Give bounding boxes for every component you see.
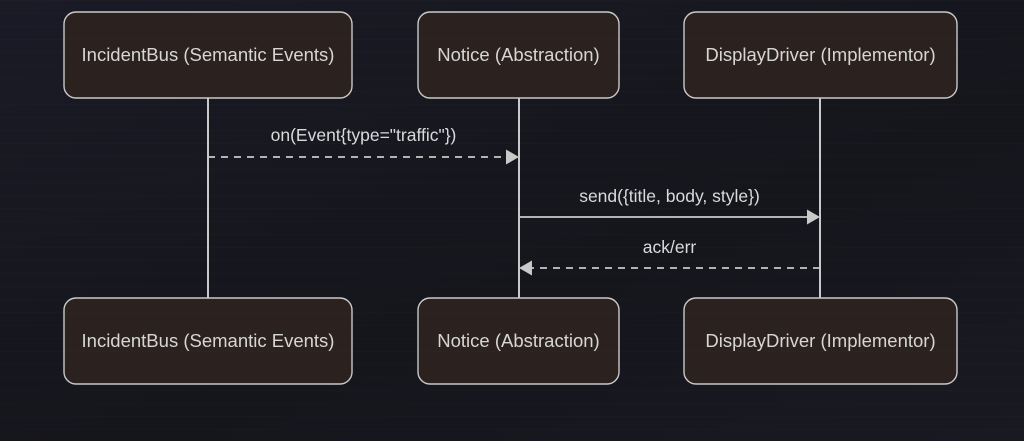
messages-group: on(Event{type="traffic"}) send({title, bo… — [208, 125, 820, 276]
participant-box-top-notice[interactable] — [417, 11, 620, 99]
participant-box-bottom-notice[interactable] — [417, 297, 620, 385]
participant-row-bottom: IncidentBus (Semantic Events) Notice (Abs… — [63, 297, 958, 385]
participant-row-top: IncidentBus (Semantic Events) Notice (Abs… — [63, 11, 958, 99]
participant-box-top-incidentbus[interactable] — [63, 11, 353, 99]
participant-label-top-notice: Notice (Abstraction) — [437, 44, 599, 65]
participant-box-bottom-incidentbus[interactable] — [63, 297, 353, 385]
arrowhead-msg-on-event — [506, 149, 519, 165]
lifelines-group — [207, 98, 821, 298]
message-label-msg-on-event: on(Event{type="traffic"}) — [271, 125, 457, 145]
participant-label-top-incidentbus: IncidentBus (Semantic Events) — [82, 44, 335, 65]
participant-box-top-displaydriver[interactable] — [683, 11, 958, 99]
participant-label-bottom-displaydriver: DisplayDriver (Implementor) — [705, 330, 935, 351]
participant-box-bottom-displaydriver[interactable] — [683, 297, 958, 385]
message-label-msg-send: send({title, body, style}) — [579, 186, 760, 206]
participant-label-bottom-notice: Notice (Abstraction) — [437, 330, 599, 351]
participant-label-bottom-incidentbus: IncidentBus (Semantic Events) — [82, 330, 335, 351]
participant-label-top-displaydriver: DisplayDriver (Implementor) — [705, 44, 935, 65]
message-label-msg-ack-err: ack/err — [643, 237, 697, 257]
arrowhead-msg-ack-err — [519, 260, 532, 276]
arrowhead-msg-send — [807, 209, 820, 225]
